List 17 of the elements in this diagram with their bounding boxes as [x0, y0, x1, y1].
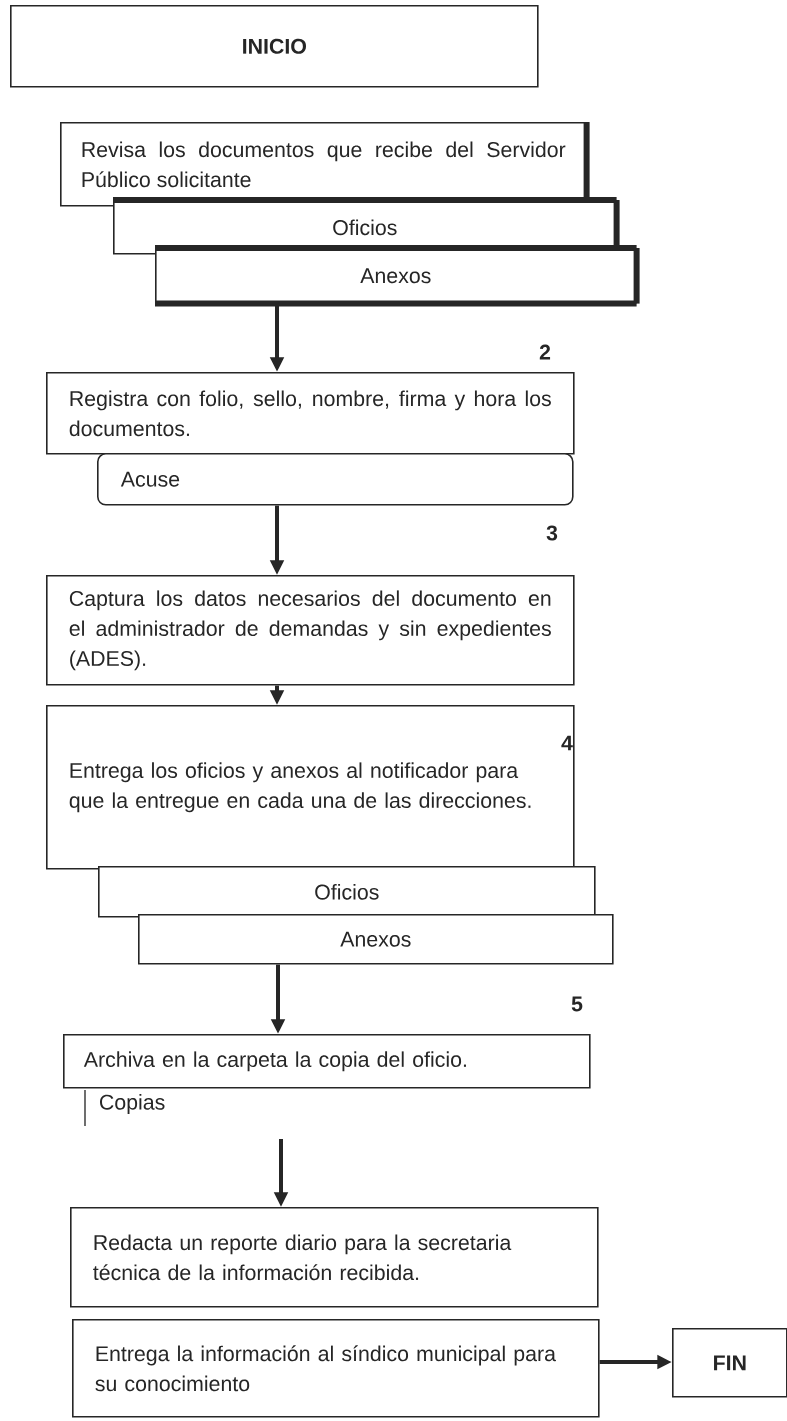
step-number: 5	[571, 996, 583, 1012]
process-box: Oficios	[98, 866, 596, 918]
process-box: Archiva en la carpeta la copia del oficio.	[63, 1034, 591, 1089]
step-number: 2	[539, 344, 551, 360]
process-box: Captura los datos necesarios del documento en el administrador de demandas y sin expedientes (ADES).	[46, 575, 575, 686]
process-box: Revisa los documentos que recibe del Servidor Público solicitante	[60, 122, 590, 207]
step-number: 4	[561, 735, 573, 751]
side-label: Copias	[84, 1089, 165, 1127]
process-box: Anexos	[155, 245, 640, 307]
process-box: Acuse	[97, 453, 574, 506]
terminal-box: FIN	[672, 1328, 787, 1398]
step-number: 3	[546, 525, 558, 541]
process-box: Anexos	[138, 914, 614, 965]
process-box: Redacta un reporte diario para la secretaria técnica de la información recibida.	[70, 1207, 599, 1308]
process-box: Registra con folio, sello, nombre, firma y hora los documentos.	[46, 372, 575, 455]
terminal-box: INICIO	[10, 5, 539, 88]
process-box: Entrega la información al síndico municipal para su conocimiento	[72, 1319, 600, 1418]
